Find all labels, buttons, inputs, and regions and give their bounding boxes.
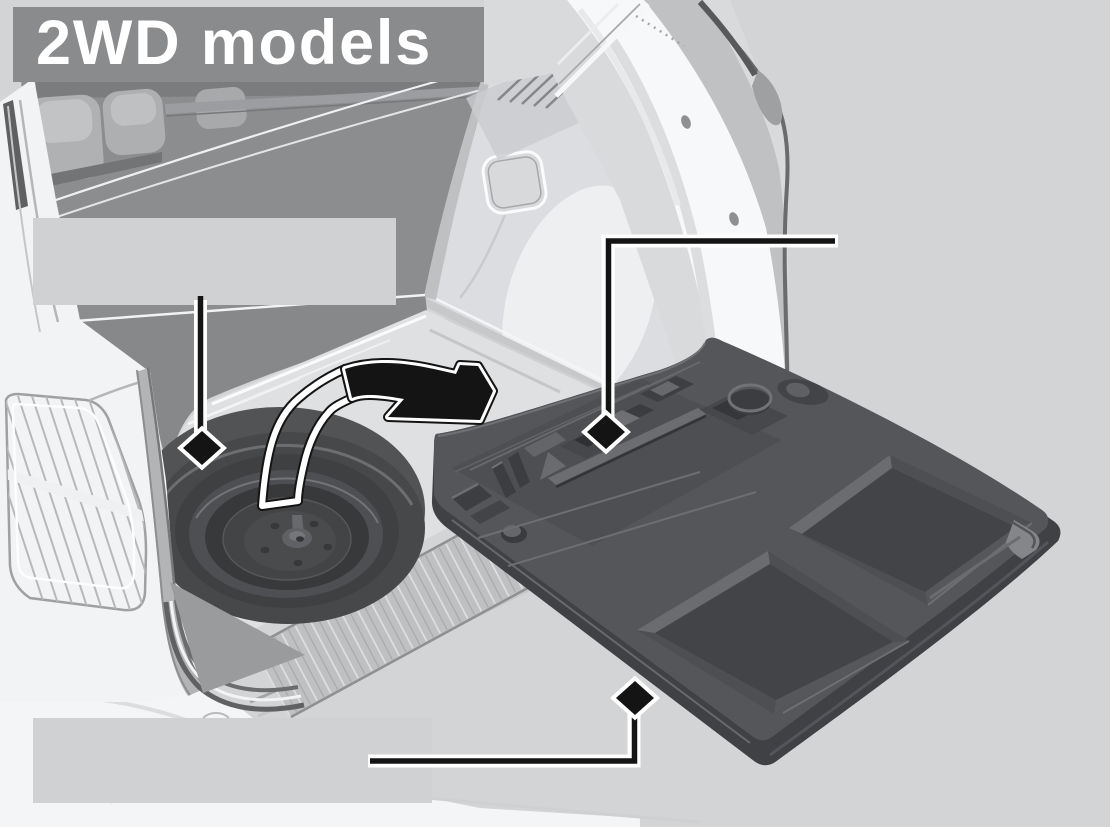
svg-text:2WD models: 2WD models xyxy=(36,8,432,78)
